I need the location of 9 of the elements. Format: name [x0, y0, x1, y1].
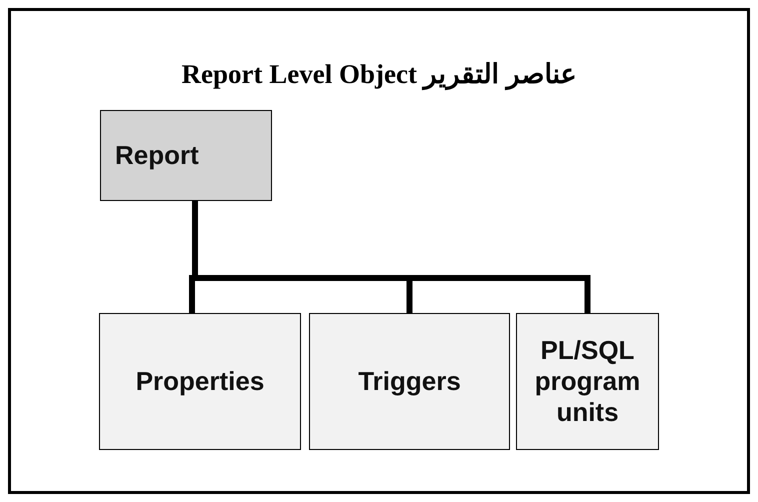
process-box [309, 313, 510, 450]
process-box [100, 110, 272, 201]
title: عناصر التقرير Report Level Object [180, 58, 578, 90]
box-label: PL/SQL program units [534, 334, 642, 428]
box-label: Properties [136, 366, 264, 398]
box-label: Report [115, 140, 199, 172]
process-box [99, 313, 301, 450]
process-box [516, 313, 659, 450]
box-label: Triggers [358, 366, 461, 398]
